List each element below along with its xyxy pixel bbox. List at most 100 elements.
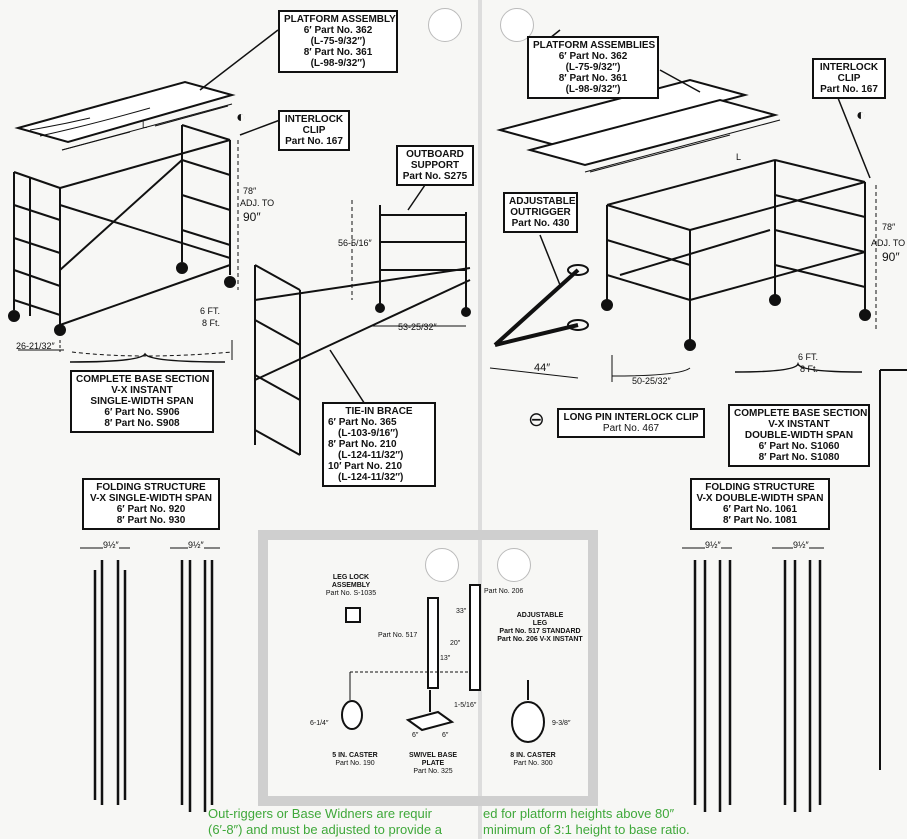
folding-single-line4: 8′ Part No. 930 bbox=[116, 515, 186, 526]
platform-assemblies-line3: 8′ Part No. 361 bbox=[558, 73, 628, 84]
dim-six-ft-left: 6 FT. bbox=[200, 306, 221, 316]
interlock-clip-left-line2: CLIP bbox=[302, 125, 326, 136]
dim-adj-left-3: 90″ bbox=[243, 210, 261, 224]
folding-double-label: FOLDING STRUCTURE V-X DOUBLE-WIDTH SPAN … bbox=[690, 478, 830, 530]
caster8-line1: 8 IN. CASTER bbox=[510, 752, 556, 759]
outboard-support-line3: Part No. S275 bbox=[402, 171, 468, 182]
folding-single-label: FOLDING STRUCTURE V-X SINGLE-WIDTH SPAN … bbox=[82, 478, 220, 530]
adjustable-outrigger-line1: ADJUSTABLE bbox=[509, 196, 576, 207]
punch-hole-left-top bbox=[428, 8, 462, 42]
dim-33: 33″ bbox=[456, 608, 467, 615]
dim-adj-left-2: ADJ. TO bbox=[240, 198, 275, 208]
punch-hole-left-bottom bbox=[425, 548, 459, 582]
interlock-clip-right-line2: CLIP bbox=[837, 73, 861, 84]
dim-w1: 9½″ bbox=[103, 540, 119, 550]
adjustable-leg-line1: ADJUSTABLE bbox=[516, 612, 564, 619]
base-double-line1: COMPLETE BASE SECTION bbox=[734, 408, 868, 419]
dim-1-5-16: 1-5/16″ bbox=[454, 702, 477, 709]
dim-six-ft-right: 6 FT. bbox=[798, 352, 819, 362]
base-single-line5: 8′ Part No. S908 bbox=[104, 418, 180, 429]
page-fold bbox=[478, 0, 482, 839]
caster8-label: 8 IN. CASTER Part No. 300 bbox=[508, 752, 558, 768]
dim-adj-right-1: 78″ bbox=[882, 222, 896, 232]
footer-note-line2-left: (6′-8″) and must be adjusted to provide … bbox=[208, 822, 442, 837]
swivel-line1: SWIVEL BASE bbox=[408, 752, 458, 759]
platform-assembly-line3: 8′ Part No. 361 bbox=[303, 47, 373, 58]
tie-in-brace-line4: (L-124-11/32″) bbox=[338, 450, 404, 461]
long-pin-clip-icon: ⊖ bbox=[528, 409, 545, 431]
caster5-line1: 5 IN. CASTER bbox=[332, 752, 378, 759]
base-double-label: COMPLETE BASE SECTION V-X INSTANT DOUBLE… bbox=[728, 404, 870, 467]
dim-9-3-8: 9-3/8″ bbox=[552, 720, 571, 727]
platform-assemblies-label: PLATFORM ASSEMBLIES 6′ Part No. 362 (L-7… bbox=[527, 36, 659, 99]
platform-assemblies-line4: (L-98-9/32″) bbox=[565, 84, 621, 95]
dim-adj-left-1: 78″ bbox=[243, 186, 257, 196]
dim-6b: 6″ bbox=[442, 732, 449, 739]
folding-double-line2: V-X DOUBLE-WIDTH SPAN bbox=[696, 493, 824, 504]
interlock-clip-icon: ◐ bbox=[236, 109, 246, 126]
swivel-label: SWIVEL BASE PLATE Part No. 325 bbox=[405, 752, 461, 776]
base-double-line3: DOUBLE-WIDTH SPAN bbox=[744, 430, 854, 441]
swivel-part: Part No. 325 bbox=[413, 768, 453, 775]
dim-13: 13″ bbox=[440, 655, 451, 662]
base-double-line5: 8′ Part No. S1080 bbox=[758, 452, 840, 463]
folding-single-line2: V-X SINGLE-WIDTH SPAN bbox=[89, 493, 213, 504]
interlock-clip-left-line1: INTERLOCK bbox=[284, 114, 344, 125]
folding-single-line3: 6′ Part No. 920 bbox=[116, 504, 186, 515]
dim-adj-right-2: ADJ. TO bbox=[871, 238, 906, 248]
punch-hole-right-top bbox=[500, 8, 534, 42]
platform-assemblies-line1: 6′ Part No. 362 bbox=[558, 51, 628, 62]
base-single-label: COMPLETE BASE SECTION V-X INSTANT SINGLE… bbox=[70, 370, 214, 433]
dim-eight-ft-left: 8 Ft. bbox=[202, 318, 221, 328]
adjustable-leg-line2: LEG bbox=[532, 620, 548, 627]
platform-assembly-title: PLATFORM ASSEMBLY bbox=[284, 14, 396, 25]
platform-assembly-line4: (L-98-9/32″) bbox=[310, 58, 366, 69]
footer-note-line2-right: minimum of 3:1 height to base ratio. bbox=[483, 822, 690, 837]
caster5-label: 5 IN. CASTER Part No. 190 bbox=[330, 752, 380, 768]
interlock-clip-icon-right: ◐ bbox=[856, 107, 866, 124]
leg-lock-line2: ASSEMBLY bbox=[331, 582, 371, 589]
dim-44: 44″ bbox=[534, 362, 551, 374]
interlock-clip-left-label: INTERLOCK CLIP Part No. 167 bbox=[278, 110, 350, 151]
swivel-line2: PLATE bbox=[421, 760, 445, 767]
dim-20: 20″ bbox=[450, 640, 461, 647]
adjustable-leg-label: ADJUSTABLE LEG Part No. 517 STANDARD Par… bbox=[488, 612, 592, 644]
dim-w2: 9½″ bbox=[188, 540, 204, 550]
platform-assembly-line1: 6′ Part No. 362 bbox=[303, 25, 373, 36]
dim-w3: 9½″ bbox=[705, 540, 721, 550]
dim-adj-right-3: 90″ bbox=[882, 250, 900, 264]
dim-50: 50-25/32″ bbox=[632, 376, 671, 386]
dim-6-1-4: 6-1/4″ bbox=[310, 720, 329, 727]
folding-double-line4: 8′ Part No. 1081 bbox=[722, 515, 798, 526]
platform-assembly-line2: (L-75-9/32″) bbox=[310, 36, 366, 47]
punch-hole-right-bottom bbox=[497, 548, 531, 582]
interlock-clip-left-line3: Part No. 167 bbox=[285, 136, 343, 147]
folding-double-line3: 6′ Part No. 1061 bbox=[722, 504, 798, 515]
tie-in-brace-title: TIE-IN BRACE bbox=[345, 406, 413, 417]
long-pin-clip-line2: Part No. 467 bbox=[602, 423, 660, 434]
outboard-support-line2: SUPPORT bbox=[410, 160, 460, 171]
base-double-line4: 6′ Part No. S1060 bbox=[758, 441, 840, 452]
part-206-label: Part No. 206 bbox=[484, 588, 524, 595]
tie-in-brace-line2: (L-103-9/16″) bbox=[338, 428, 399, 439]
adjustable-leg-line3: Part No. 517 STANDARD bbox=[499, 628, 581, 635]
platform-assemblies-title: PLATFORM ASSEMBLIES bbox=[533, 40, 656, 51]
platform-assembly-label: PLATFORM ASSEMBLY 6′ Part No. 362 (L-75-… bbox=[278, 10, 398, 73]
adjustable-outrigger-line2: OUTRIGGER bbox=[510, 207, 571, 218]
tie-in-brace-line6: (L-124-11/32″) bbox=[338, 472, 404, 483]
tie-in-brace-line5: 10′ Part No. 210 bbox=[328, 461, 403, 472]
dim-l-left: L bbox=[142, 120, 148, 130]
folding-double-line1: FOLDING STRUCTURE bbox=[705, 482, 815, 493]
long-pin-clip-label: LONG PIN INTERLOCK CLIP Part No. 467 bbox=[557, 408, 705, 438]
leg-lock-part: Part No. S-1035 bbox=[325, 590, 377, 597]
dim-26: 26-21/32″ bbox=[16, 341, 55, 351]
adjustable-leg-line4: Part No. 206 V-X INSTANT bbox=[497, 636, 583, 643]
leg-lock-line1: LEG LOCK bbox=[332, 574, 370, 581]
interlock-clip-right-line3: Part No. 167 bbox=[820, 84, 878, 95]
interlock-clip-right-label: INTERLOCK CLIP Part No. 167 bbox=[812, 58, 886, 99]
base-single-line3: SINGLE-WIDTH SPAN bbox=[90, 396, 194, 407]
parts-inset-frame bbox=[258, 530, 598, 806]
dim-eight-ft-right: 8 Ft. bbox=[800, 364, 819, 374]
footer-note-line1-left: Out-riggers or Base Widners are requir bbox=[208, 806, 432, 821]
base-single-line1: COMPLETE BASE SECTION bbox=[76, 374, 210, 385]
